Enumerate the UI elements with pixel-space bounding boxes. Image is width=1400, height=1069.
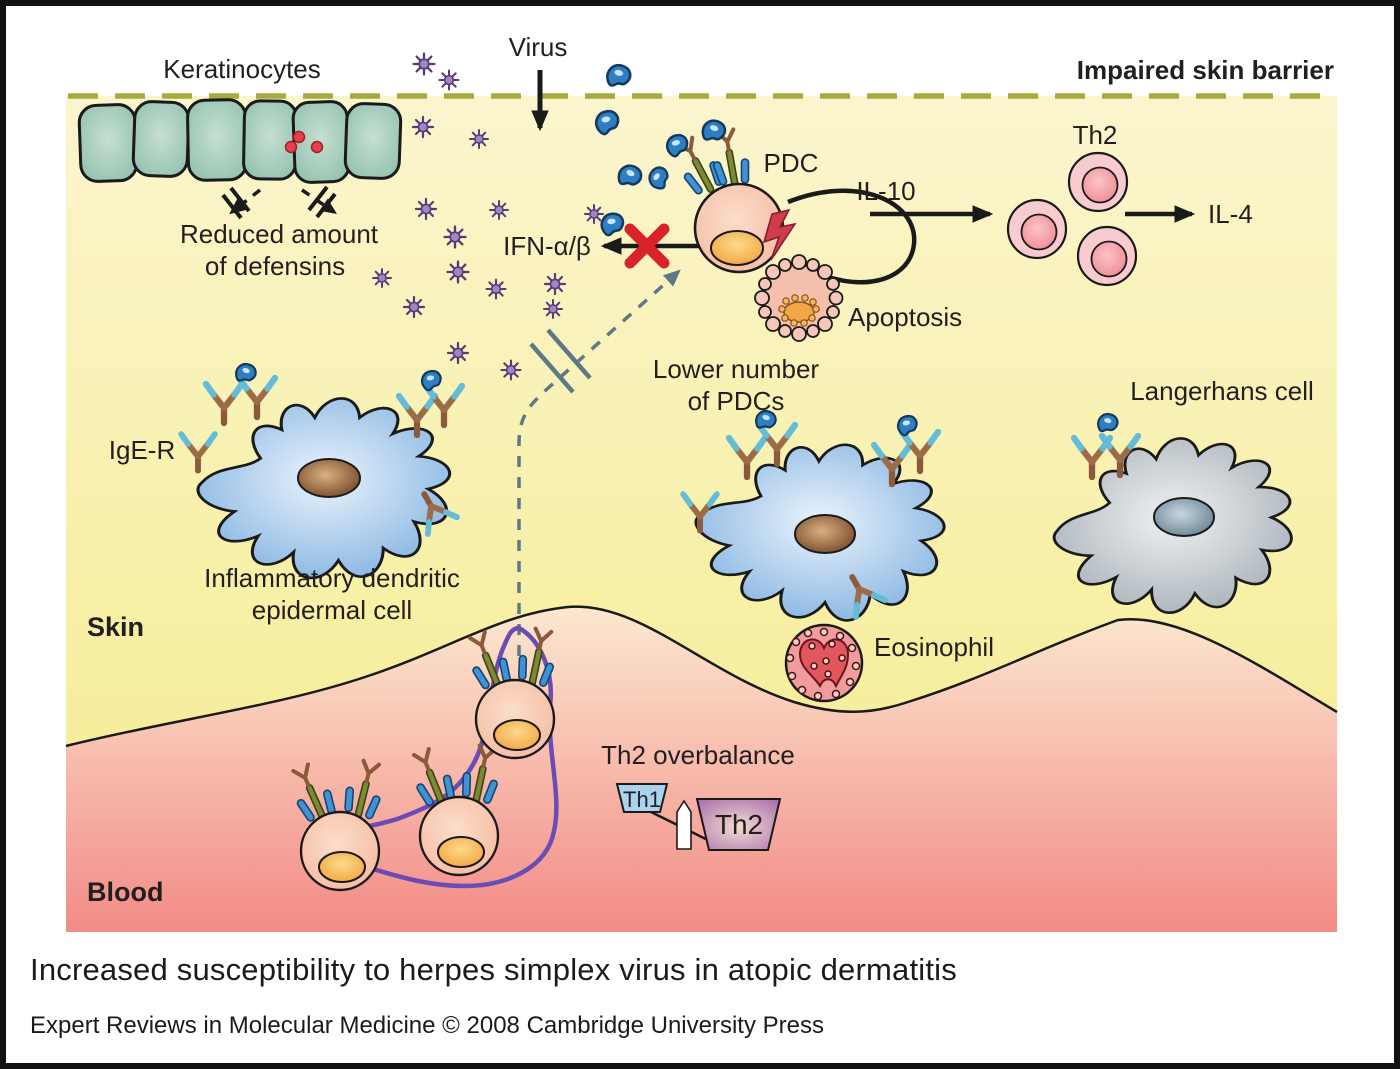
apoptosis-cell [754,254,844,342]
reduced-defensins-line2: of defensins [205,251,345,281]
block-slashes-right [307,185,337,219]
il10-self-loop-arrow [787,188,917,285]
blood-region-label: Blood [87,877,163,907]
eosinophil-label: Eosinophil [874,632,994,662]
impaired-skin-barrier-label: Impaired skin barrier [1077,55,1334,85]
th2-overbalance-label: Th2 overbalance [601,740,795,770]
pdc-cell [644,116,797,274]
diagram-labels: Keratinocytes Virus Impaired skin barrie… [87,32,1334,907]
il10-label: IL-10 [856,176,915,206]
pivot [676,799,692,850]
th2-pan [695,798,782,851]
eosinophil-cell [784,623,864,703]
skin-blood-boundary [65,605,1338,748]
idec-cell-left [181,360,462,580]
figure-attribution: Expert Reviews in Molecular Medicine © 2… [30,1012,824,1039]
pdc-arrows [600,188,1196,285]
figure-title: Increased susceptibility to herpes simpl… [30,952,957,987]
diagram-canvas: Keratinocytes Virus Impaired skin barrie… [65,32,1338,932]
eosinophil-granules [785,627,861,701]
langerhans-cell [1042,410,1304,624]
reduced-defensins-line1: Reduced amount [180,219,379,249]
defensin-granules [284,130,324,154]
th1-pan-label: Th1 [623,787,661,812]
blood-pdc-cluster [282,624,563,892]
idec-cell-middle [683,407,955,631]
langerhans-label: Langerhans cell [1130,376,1314,406]
pdc-label: PDC [764,148,819,178]
lower-pdcs-line2: of PDCs [688,386,785,416]
pdc-migration-dashed-path [517,269,681,656]
th-balance-seesaw [615,783,782,852]
ifn-label: IFN-α/β [503,231,591,261]
th2-label: Th2 [1073,120,1118,150]
idec-label-line1: Inflammatory dendritic [204,563,460,593]
blocked-x-icon [624,223,670,269]
keratinocytes-cells [77,98,403,184]
th1-pan [615,783,669,813]
activation-bolt-icon [762,208,797,261]
skin-region-label: Skin [87,612,144,642]
ige-r-label: IgE-R [109,435,175,465]
lower-pdcs-line1: Lower number [653,354,820,384]
keratinocytes-label: Keratinocytes [163,54,321,84]
apoptosis-label: Apoptosis [848,302,962,332]
blocked-defensin-arrows [221,185,337,220]
migration-block-slashes [529,328,592,394]
virus-label: Virus [509,32,568,62]
block-slashes-left [221,186,251,220]
idec-label-line2: epidermal cell [252,595,412,625]
il4-label: IL-4 [1208,199,1253,229]
blood-region [65,605,1338,932]
th2-pan-label: Th2 [715,809,763,840]
